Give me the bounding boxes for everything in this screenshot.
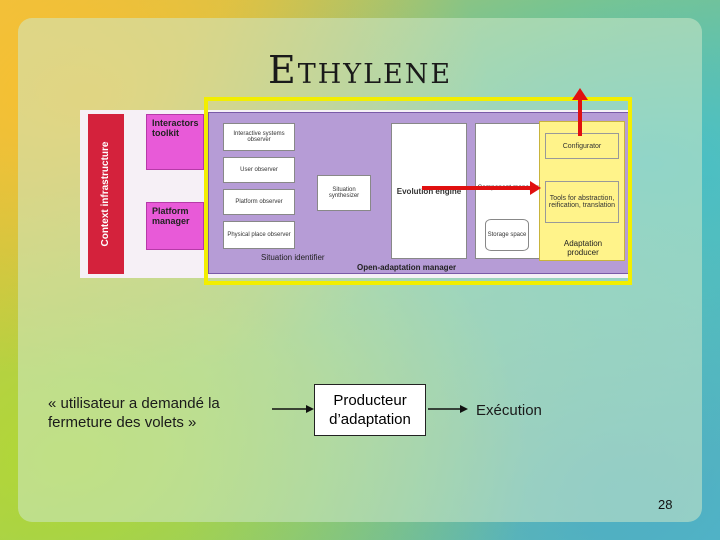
red-arrow-right-head (530, 181, 541, 195)
slide-title: Ethylene (267, 48, 453, 92)
context-infrastructure-label: Context infrastructure (100, 141, 111, 247)
flow-arrow-1 (272, 405, 314, 413)
adaptation-producer-box: Producteur d’adaptation (314, 384, 426, 436)
observer-user: User observer (223, 157, 295, 183)
observer-physical-place: Physical place observer (223, 221, 295, 249)
user-request-text: « utilisateur a demandé la fermeture des… (48, 395, 220, 431)
red-arrow-up-line (578, 100, 582, 136)
red-arrow-up-head (572, 88, 588, 100)
storage-space-box: Storage space (485, 219, 529, 251)
tools-box: Tools for abstraction, reification, tran… (545, 181, 619, 223)
page-number: 28 (658, 497, 673, 512)
observer-interactive-systems: Interactive systems observer (223, 123, 295, 151)
open-adaptation-manager-area: Interactive systems observer User observ… (208, 112, 630, 274)
platform-manager-box: Platform manager (146, 202, 204, 250)
highlight-frame (204, 97, 632, 285)
flow-arrow-2 (428, 405, 468, 413)
observer-platform: Platform observer (223, 189, 295, 215)
evolution-engine-box: Evolution engine (391, 123, 467, 259)
context-infrastructure-bar: Context infrastructure (88, 114, 124, 274)
open-adaptation-manager-label: Open-adaptation manager (357, 263, 457, 272)
adaptation-producer-label: Adaptation producer (563, 239, 603, 257)
red-arrow-right-line (422, 186, 532, 190)
situation-identifier-label: Situation identifier (261, 253, 325, 262)
situation-synthesizer-box: Situation synthesizer (317, 175, 371, 211)
configurator-box: Configurator (545, 133, 619, 159)
execution-text: Exécution (476, 402, 542, 419)
interactors-toolkit-box: Interactors toolkit (146, 114, 204, 170)
